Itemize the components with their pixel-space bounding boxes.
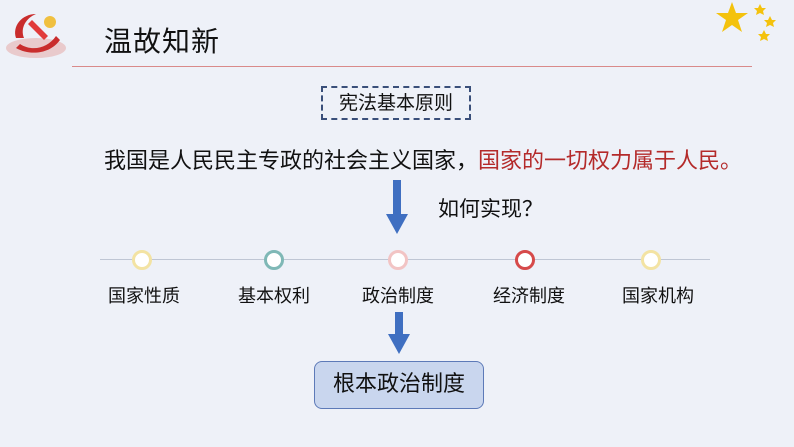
statement-highlight: 国家的一切权力属于人民。 (478, 149, 743, 174)
stars-icon (716, 2, 776, 41)
result-box: 根本政治制度 (314, 361, 484, 409)
timeline-node (132, 250, 152, 270)
timeline-label: 基本权利 (238, 286, 310, 307)
timeline-label: 国家性质 (108, 286, 180, 307)
timeline-label: 政治制度 (362, 286, 434, 307)
principle-box: 宪法基本原则 (321, 86, 471, 120)
timeline-node (388, 250, 408, 270)
down-arrow-icon (388, 312, 410, 354)
main-statement: 我国是人民民主专政的社会主义国家，国家的一切权力属于人民。 (104, 143, 742, 175)
timeline-label: 国家机构 (622, 286, 694, 307)
down-arrow-icon (386, 180, 408, 234)
question-text: 如何实现？ (438, 197, 543, 221)
timeline-label: 经济制度 (493, 286, 565, 307)
statement-text: 我国是人民民主专政的社会主义国家， (104, 149, 479, 174)
timeline-node (515, 250, 535, 270)
title-divider (72, 66, 752, 67)
page-title: 温故知新 (104, 25, 221, 58)
timeline-node (641, 250, 661, 270)
party-emblem-icon (6, 14, 66, 58)
timeline-node (264, 250, 284, 270)
